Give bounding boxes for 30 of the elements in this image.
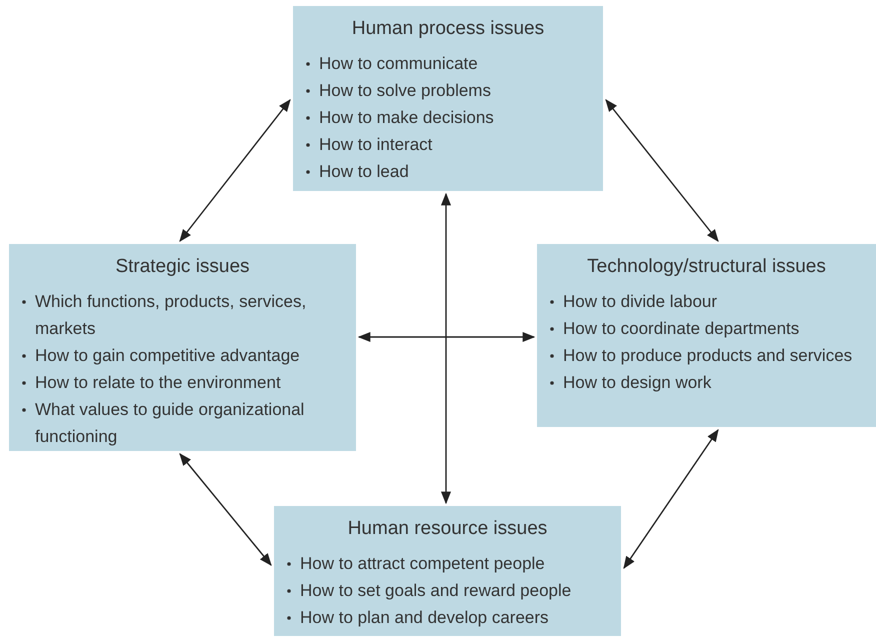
- double-arrow: [179, 453, 272, 566]
- box-heading: Human resource issues: [346, 517, 548, 541]
- double-arrow: [605, 99, 719, 242]
- issue-box: [274, 506, 621, 636]
- bullet-item: How to attract competent people: [300, 554, 545, 573]
- double-arrow: [440, 192, 452, 504]
- bullet-item: How to divide labour: [563, 292, 718, 311]
- bullet-item: How to make decisions: [319, 108, 494, 127]
- bullet-item: How to gain competitive advantage: [35, 346, 300, 365]
- bullet-item: How to communicate: [319, 54, 478, 73]
- box-heading: Technology/structural issues: [586, 255, 827, 279]
- issue-box: [293, 6, 603, 191]
- bullet-item: How to relate to the environment: [35, 373, 281, 392]
- double-arrow: [358, 332, 536, 342]
- issue-box: [9, 244, 356, 451]
- box-heading: Human process issues: [350, 17, 546, 41]
- bullet-item: How to coordinate departments: [563, 319, 800, 338]
- double-arrow: [179, 99, 291, 242]
- bullet-item: How to set goals and reward people: [300, 581, 572, 600]
- bullet-item: How to produce products and services: [563, 346, 852, 365]
- bullet-item: How to design work: [563, 373, 712, 392]
- bullet-item: Which functions, products, services, markets: [35, 292, 306, 338]
- bullet-item: What values to guide organizational functioning: [35, 400, 304, 446]
- bullet-item: How to plan and develop careers: [300, 608, 549, 627]
- bullet-item: How to solve problems: [319, 81, 491, 100]
- bullet-item: How to interact: [319, 135, 432, 154]
- box-heading: Strategic issues: [114, 255, 251, 279]
- bullet-item: How to lead: [319, 162, 409, 181]
- double-arrow: [623, 428, 719, 570]
- issue-box: [537, 244, 876, 427]
